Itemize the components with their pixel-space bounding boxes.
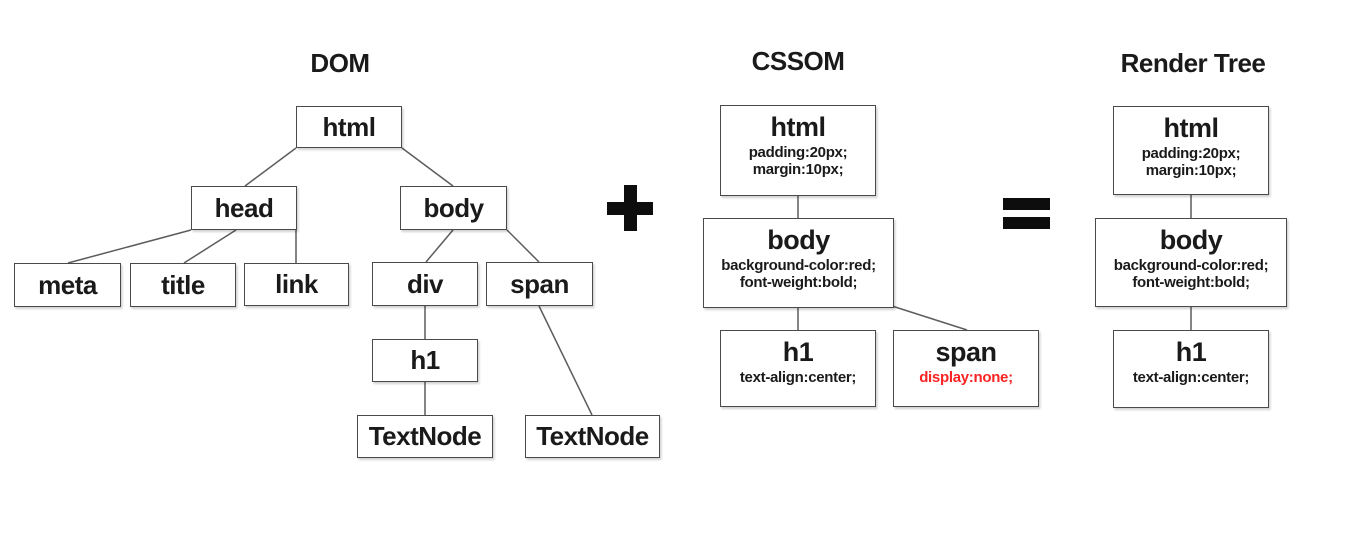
- edge-span-textnode: [538, 305, 593, 416]
- render-node-html-tag: html: [1163, 113, 1220, 143]
- dom-node-body-label: body: [423, 192, 484, 223]
- edge-head-title: [183, 229, 237, 264]
- dom-node-html-label: html: [322, 111, 376, 142]
- render-node-body-tag: body: [1159, 225, 1223, 255]
- dom-node-html: html: [296, 106, 402, 148]
- cssom-node-html-rule-2: margin:10px;: [752, 161, 844, 178]
- equals-operator-icon: [1003, 198, 1050, 229]
- dom-node-span-label: span: [510, 268, 569, 299]
- dom-node-textnode-2: TextNode: [525, 415, 660, 458]
- render-tree-title: Render Tree: [1120, 48, 1266, 78]
- cssom-node-span-rule-display-none: display:none;: [919, 369, 1013, 386]
- render-node-body-rule-2: font-weight:bold;: [1132, 274, 1250, 291]
- cssom-node-span: span display:none;: [893, 330, 1039, 407]
- cssom-node-body-rule-1: background-color:red;: [721, 257, 876, 274]
- edge-body-div: [425, 229, 454, 263]
- render-node-body: body background-color:red; font-weight:b…: [1095, 218, 1287, 307]
- render-node-html-rule-1: padding:20px;: [1141, 145, 1241, 162]
- dom-node-title: title: [130, 263, 236, 307]
- cssom-node-body-tag: body: [767, 225, 830, 255]
- cssom-node-body: body background-color:red; font-weight:b…: [703, 218, 894, 308]
- dom-node-meta: meta: [14, 263, 121, 307]
- cssom-node-body-rule-2: font-weight:bold;: [739, 274, 858, 291]
- render-node-h1-tag: h1: [1175, 337, 1207, 367]
- render-node-h1: h1 text-align:center;: [1113, 330, 1269, 408]
- cssom-node-html: html padding:20px; margin:10px;: [720, 105, 876, 196]
- dom-node-title-label: title: [161, 269, 205, 300]
- dom-node-h1-label: h1: [410, 345, 440, 375]
- dom-node-textnode-1: TextNode: [357, 415, 493, 458]
- cssom-node-html-rule-1: padding:20px;: [748, 144, 848, 161]
- edge-body-span: [506, 229, 540, 263]
- plus-operator-icon: [607, 185, 653, 231]
- edge-cssom-body-span: [891, 305, 968, 331]
- render-node-body-rule-1: background-color:red;: [1113, 257, 1269, 274]
- dom-node-div-label: div: [406, 268, 444, 299]
- dom-node-div: div: [372, 262, 478, 306]
- dom-node-textnode-2-label: TextNode: [536, 421, 649, 451]
- dom-tree-title: DOM: [310, 48, 370, 78]
- edge-head-meta: [67, 229, 192, 264]
- dom-node-h1: h1: [372, 339, 478, 382]
- cssom-node-span-tag: span: [935, 337, 997, 367]
- edge-html-body: [401, 147, 454, 187]
- cssom-node-html-tag: html: [770, 112, 827, 142]
- dom-node-meta-label: meta: [38, 269, 97, 300]
- dom-node-link: link: [244, 263, 349, 306]
- dom-node-body: body: [400, 186, 507, 230]
- edge-html-head: [244, 147, 297, 187]
- dom-node-link-label: link: [275, 269, 318, 299]
- dom-node-span: span: [486, 262, 593, 306]
- dom-node-head: head: [191, 186, 297, 230]
- cssom-node-h1-tag: h1: [782, 337, 814, 367]
- render-node-html: html padding:20px; margin:10px;: [1113, 106, 1269, 195]
- render-node-h1-rule-1: text-align:center;: [1132, 369, 1250, 386]
- render-node-html-rule-2: margin:10px;: [1145, 162, 1237, 179]
- cssom-tree-title: CSSOM: [751, 46, 845, 76]
- cssom-node-h1: h1 text-align:center;: [720, 330, 876, 407]
- dom-node-head-label: head: [214, 192, 274, 223]
- cssom-node-h1-rule-1: text-align:center;: [739, 369, 857, 386]
- dom-node-textnode-1-label: TextNode: [368, 421, 482, 451]
